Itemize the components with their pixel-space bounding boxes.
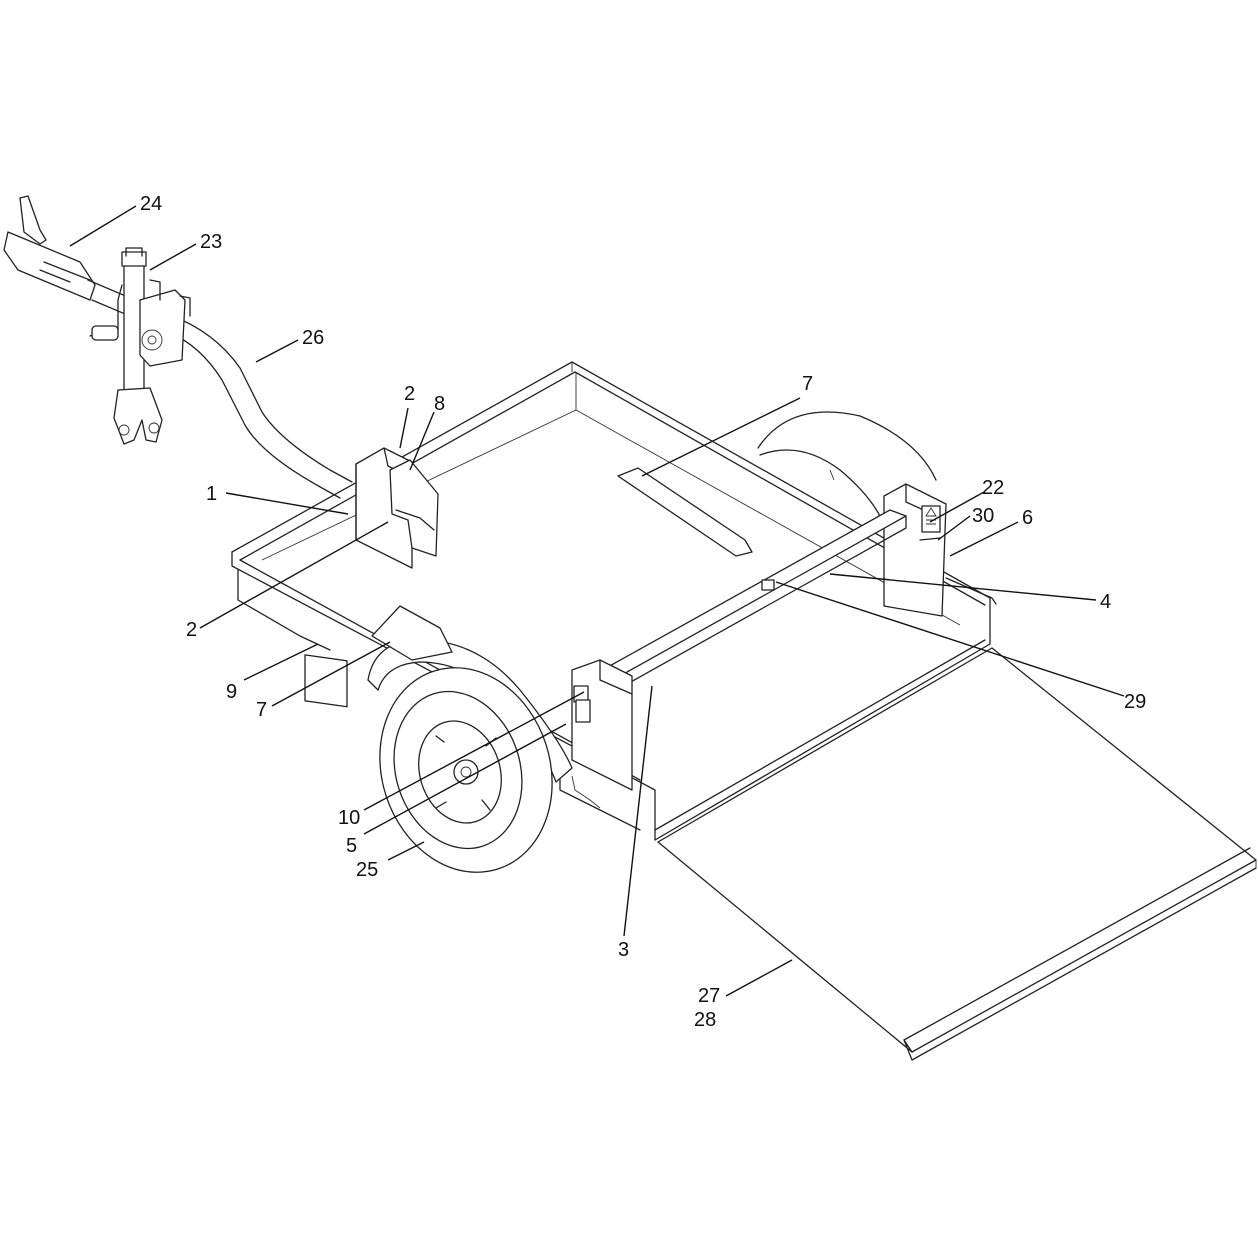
front-wheel xyxy=(367,605,633,873)
callout-2-top: 2 xyxy=(404,383,415,405)
cross-bar xyxy=(605,509,907,689)
callout-3: 3 xyxy=(618,939,629,961)
callout-28: 28 xyxy=(694,1009,716,1031)
callout-25: 25 xyxy=(356,859,378,881)
callout-23: 23 xyxy=(200,231,222,253)
leader-lines xyxy=(69,205,1125,997)
callout-29: 29 xyxy=(1124,691,1146,713)
callout-24: 24 xyxy=(140,193,162,215)
ramp xyxy=(657,647,1257,1061)
callouts: 24 23 26 2 8 7 22 30 6 1 4 2 29 9 7 10 5… xyxy=(140,193,1146,1031)
callout-10: 10 xyxy=(338,807,360,829)
callout-1: 1 xyxy=(206,483,217,505)
trailer-bed xyxy=(231,361,991,841)
callout-7-left: 7 xyxy=(256,699,267,721)
front-brackets xyxy=(355,447,439,569)
tongue-assembly xyxy=(3,195,353,499)
callout-2-left: 2 xyxy=(186,619,197,641)
callout-7-top: 7 xyxy=(802,373,813,395)
callout-27: 27 xyxy=(698,985,720,1007)
callout-30: 30 xyxy=(972,505,994,527)
callout-6: 6 xyxy=(1022,507,1033,529)
callout-26: 26 xyxy=(302,327,324,349)
callout-4: 4 xyxy=(1100,591,1111,613)
callout-9: 9 xyxy=(226,681,237,703)
callout-22: 22 xyxy=(982,477,1004,499)
callout-8: 8 xyxy=(434,393,445,415)
rear-wheel xyxy=(757,411,997,617)
callout-5: 5 xyxy=(346,835,357,857)
